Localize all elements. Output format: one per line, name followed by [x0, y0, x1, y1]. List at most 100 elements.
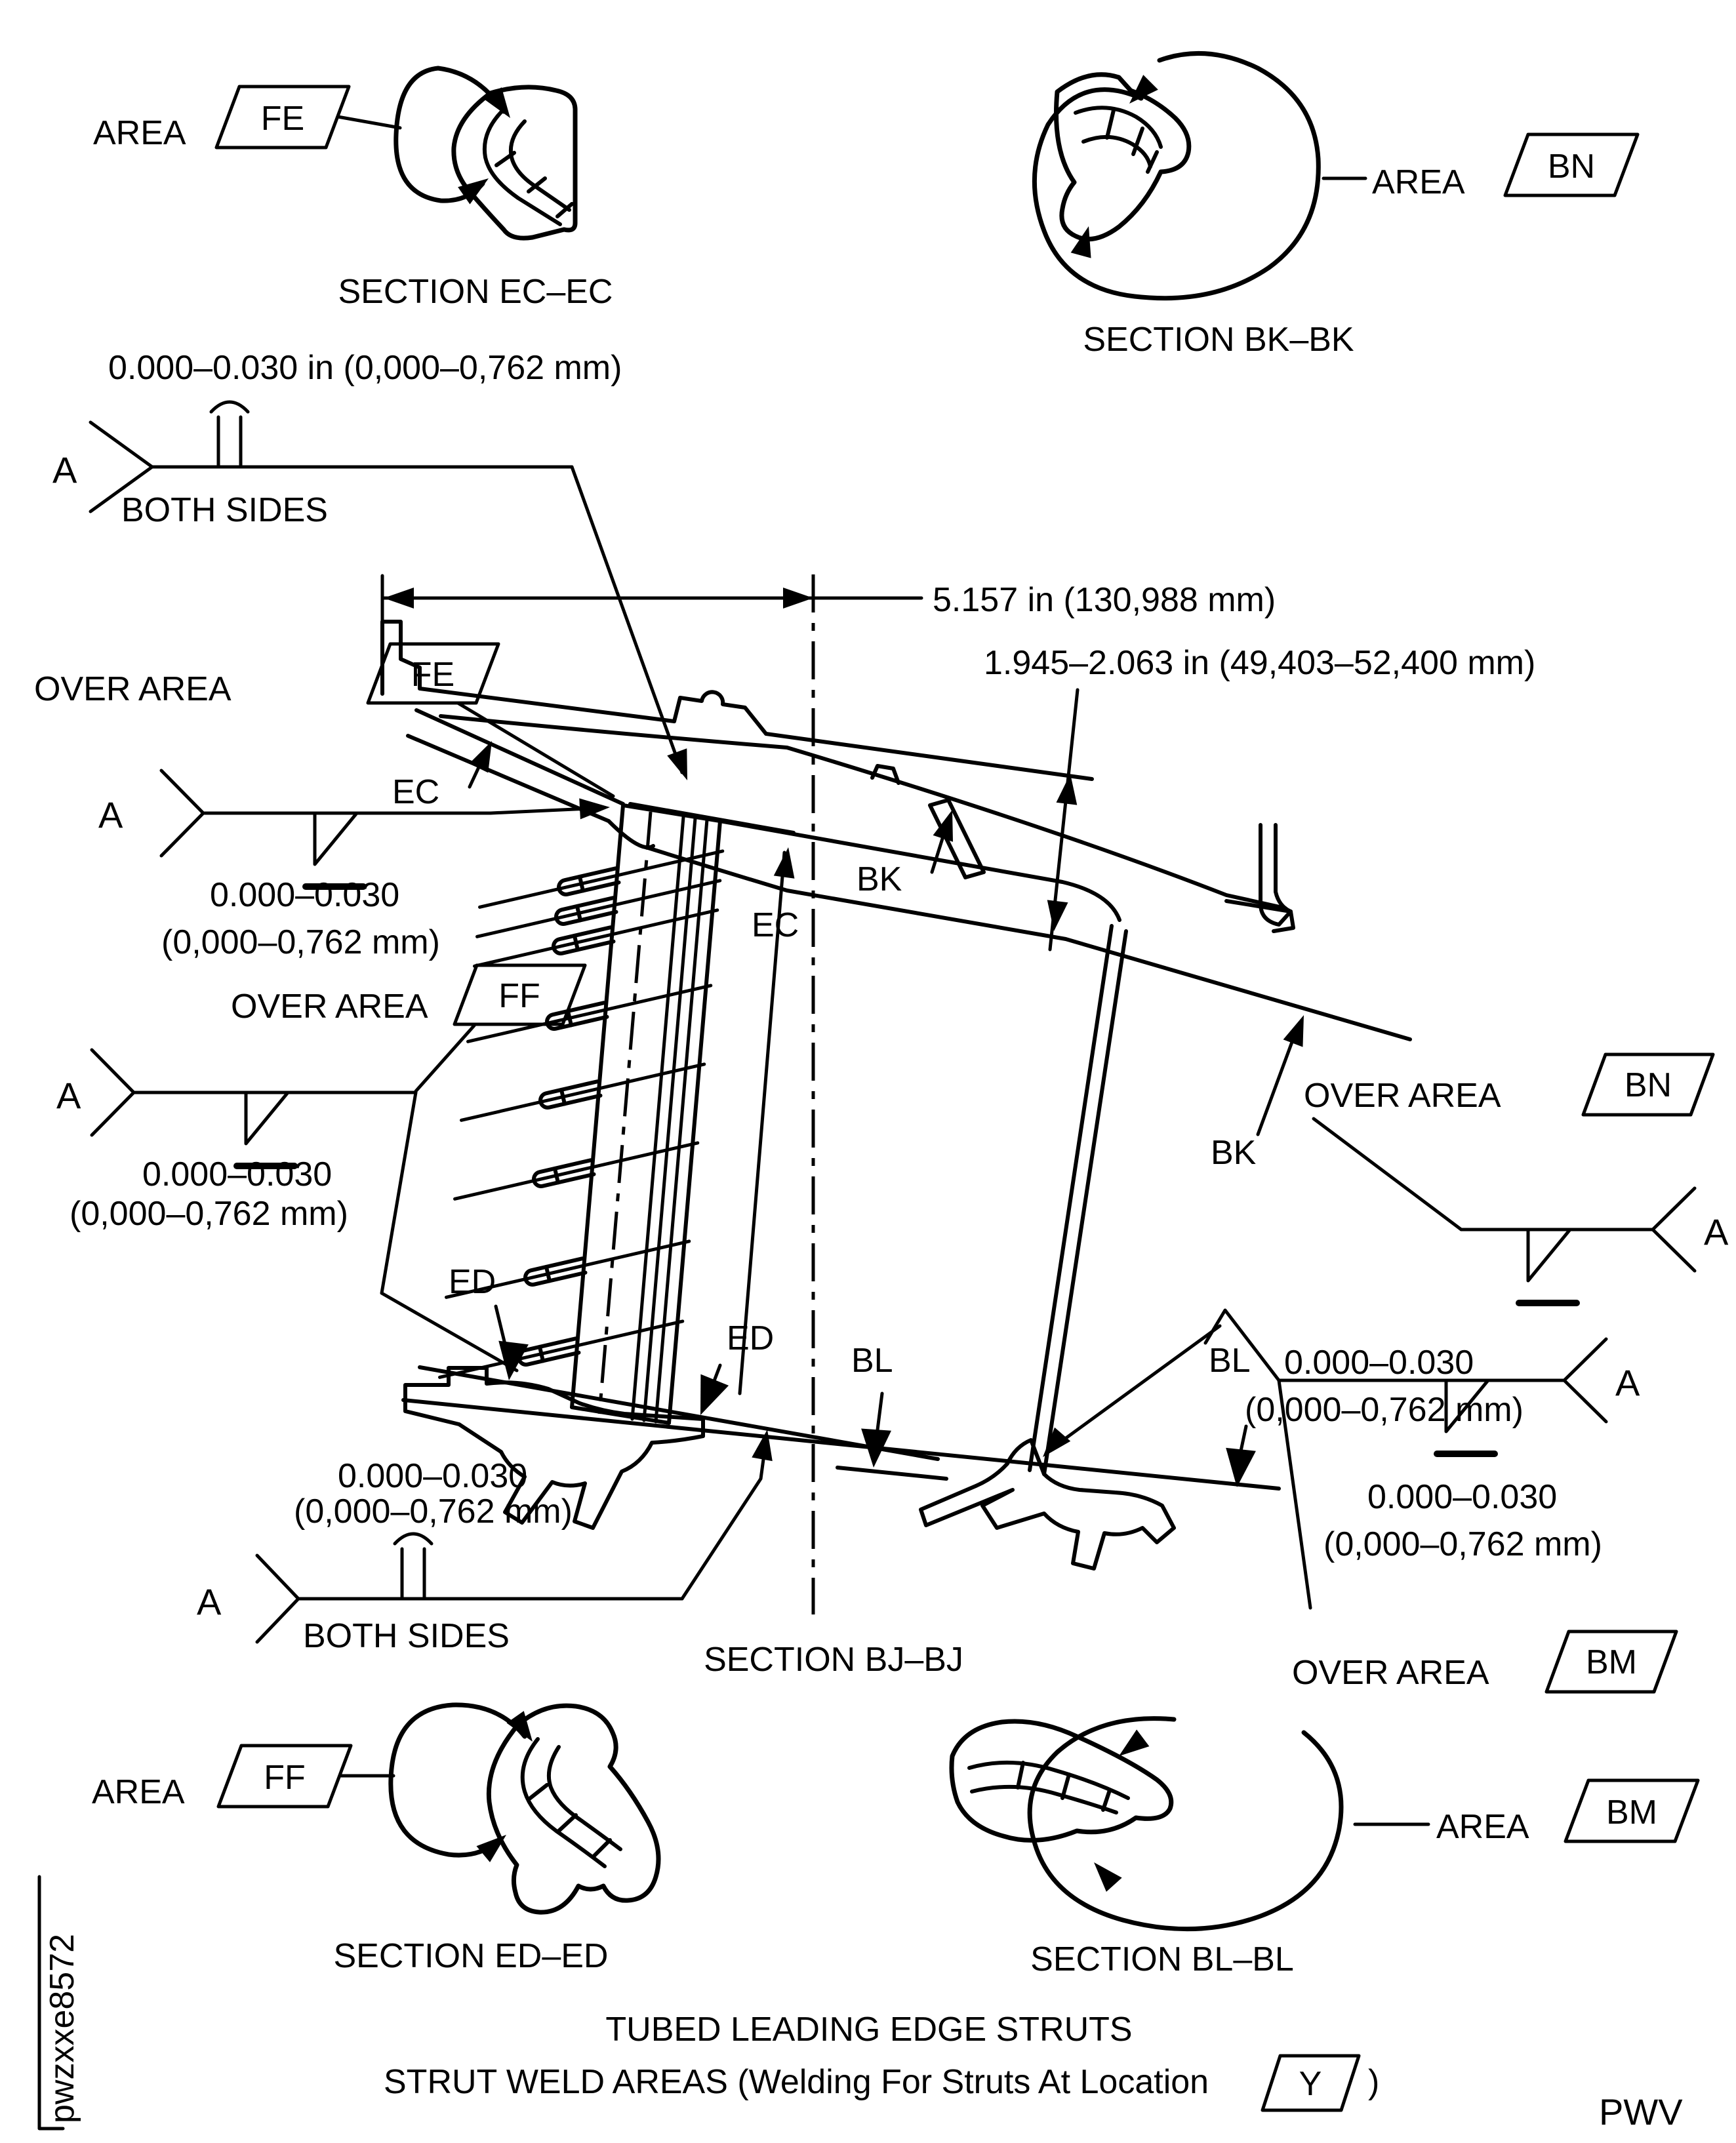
- flag-letter: FF: [264, 1759, 306, 1797]
- view-label-bl-right: BL: [1034, 1324, 1256, 1489]
- weld-range-mm-text: (0,000–0,762 mm): [1245, 1391, 1524, 1429]
- weld-range-text: 0.000–0.030: [1367, 1478, 1557, 1516]
- flag-letter: BN: [1625, 1066, 1672, 1104]
- area-flag-bn: BN: [1503, 132, 1640, 197]
- weld-symbol-bottom: 0.000–0.030 (0,000–0,762 mm) A BOTH SIDE…: [197, 1428, 778, 1655]
- svg-text:OVER AREA: OVER AREA: [1304, 1077, 1501, 1115]
- weld-tail-letter: A: [98, 794, 123, 835]
- flag-letter: BN: [1548, 148, 1595, 186]
- view-label-ec-center: EC: [738, 845, 799, 1395]
- detail-section-bk-bk: AREA BN SECTION BK–BK: [1032, 50, 1640, 359]
- leader-line: [414, 1024, 476, 1093]
- view-label-bl-center: BL: [851, 1342, 893, 1469]
- svg-text:BK: BK: [1211, 1134, 1257, 1172]
- area-flag-ff: FF: [216, 1744, 353, 1809]
- weld-range-text: 0.000–0.030: [142, 1155, 332, 1193]
- weld-tail-letter: A: [1615, 1362, 1640, 1403]
- svg-text:BL: BL: [851, 1342, 893, 1380]
- upper-skin-structure: [380, 620, 1412, 1041]
- svg-text:BL: BL: [1209, 1342, 1251, 1380]
- document-code-bracket: [37, 1875, 65, 2131]
- svg-text:OVER AREA: OVER AREA: [34, 670, 232, 708]
- weld-range-text: 0.000–0.030 in (0,000–0,762 mm): [108, 349, 622, 387]
- skin-bump: [870, 764, 900, 785]
- svg-text:OVER AREA: OVER AREA: [231, 988, 428, 1026]
- section-title-bj-bj: SECTION BJ–BJ: [704, 1641, 963, 1679]
- weld-leader: [1203, 1308, 1281, 1382]
- svg-text:ED: ED: [449, 1263, 496, 1301]
- area-label: AREA: [1436, 1808, 1529, 1846]
- weld-symbol-bn: A 0.000–0.030 (0,000–0,762 mm): [1245, 1117, 1729, 1429]
- cutting-plane-arc: [1032, 50, 1321, 301]
- document-code-block: pwzxxe8572: [37, 1875, 81, 2131]
- forward-anchor-fitting: [403, 1366, 705, 1530]
- leading-edge-strut: [438, 803, 724, 1425]
- over-area-ff-callout: OVER AREA FF: [231, 963, 587, 1093]
- inner-skin-line: [439, 714, 1287, 910]
- view-label-ed-center: ED: [686, 1319, 774, 1421]
- weld-leader: [1312, 1117, 1463, 1232]
- section-title-ec-ec: SECTION EC–EC: [338, 273, 613, 311]
- svg-text:ED: ED: [727, 1319, 774, 1357]
- section-title-ed-ed: SECTION ED–ED: [334, 1937, 609, 1975]
- location-flag-y: Y: [1261, 2054, 1361, 2112]
- mid-skin-line: [718, 819, 1121, 922]
- detail-section-ed-ed: AREA FF SECTION ED–ED: [92, 1702, 661, 1975]
- weld-range-mm-text: (0,000–0,762 mm): [294, 1492, 573, 1531]
- over-area-bn-callout: OVER AREA BN: [1304, 1052, 1715, 1117]
- page-code: PWV: [1599, 2091, 1683, 2133]
- strut-cross-section: [451, 85, 578, 241]
- area-flag-fe: FE: [214, 85, 351, 150]
- weld-range-text: 0.000–0.030: [1284, 1344, 1474, 1382]
- dimension-depth: 1.945–2.063 in (49,403–52,400 mm): [984, 644, 1535, 951]
- cutting-plane-arc: [394, 66, 519, 205]
- weld-tail-letter: A: [56, 1075, 81, 1116]
- area-label: AREA: [93, 114, 186, 152]
- strut-cross-section: [486, 1703, 661, 1915]
- hat-fitting: [672, 690, 768, 736]
- area-flag-bm: BM: [1564, 1778, 1700, 1843]
- view-label-bk-upper: BK: [857, 807, 963, 898]
- weld-symbol-ff: A 0.000–0.030 (0,000–0,762 mm): [56, 1048, 519, 1372]
- view-label-ec-left: EC: [392, 736, 502, 811]
- weld-range-text: 0.000–0.030: [338, 1457, 527, 1495]
- weld-tail-fork: [1651, 1186, 1697, 1273]
- weld-tail-fork: [159, 769, 205, 858]
- cutting-plane-arc: [1027, 1716, 1344, 1932]
- lower-outer-skin: [401, 1398, 1281, 1491]
- figure-caption: TUBED LEADING EDGE STRUTS STRUT WELD ARE…: [384, 2011, 1379, 2112]
- document-code: pwzxxe8572: [43, 1934, 81, 2123]
- svg-text:OVER AREA: OVER AREA: [1292, 1654, 1489, 1692]
- cutting-plane-arc: [388, 1702, 542, 1862]
- detail-section-bl-bl: AREA BM SECTION BL–BL: [949, 1716, 1700, 1978]
- both-sides-note: BOTH SIDES: [303, 1617, 510, 1655]
- top-skin-line: [764, 732, 1094, 781]
- flag-letter: FE: [261, 100, 304, 138]
- weld-symbol-fe: A 0.000–0.030 (0,000–0,762 mm): [98, 769, 611, 961]
- aft-hook-flange: [1224, 823, 1295, 933]
- area-flag-bm-over: BM: [1544, 1630, 1678, 1694]
- view-label-bk-lower: BK: [1211, 1011, 1314, 1172]
- square-groove-weld-symbol: [395, 1534, 432, 1599]
- weld-symbol-top: 0.000–0.030 in (0,000–0,762 mm) A BOTH S…: [52, 349, 698, 784]
- flag-letter: FF: [498, 977, 540, 1015]
- weld-symbol-bm: A 0.000–0.030 (0,000–0,762 mm): [1203, 1308, 1640, 1610]
- view-label-ed-left: ED: [449, 1263, 529, 1382]
- weld-range-mm-text: (0,000–0,762 mm): [1323, 1525, 1602, 1563]
- weld-leader: [380, 1091, 519, 1372]
- lip-inner-line: [406, 734, 611, 823]
- strut-cross-section: [1054, 72, 1192, 242]
- aft-skin-line: [644, 845, 1412, 1041]
- aft-anchor-fitting: [919, 1438, 1176, 1571]
- trailing-strut: [1028, 924, 1128, 1476]
- weld-tail-fork: [90, 1048, 136, 1137]
- dimension-depth-text: 1.945–2.063 in (49,403–52,400 mm): [984, 644, 1535, 682]
- caption-line2: STRUT WELD AREAS (Welding For Struts At …: [384, 2063, 1209, 2101]
- svg-text:EC: EC: [392, 773, 439, 811]
- weld-tail-letter: A: [197, 1581, 222, 1622]
- bl-weld-pad: [836, 1466, 948, 1481]
- caption-close-paren: ): [1368, 2063, 1379, 2101]
- square-groove-weld-symbol: [211, 402, 248, 467]
